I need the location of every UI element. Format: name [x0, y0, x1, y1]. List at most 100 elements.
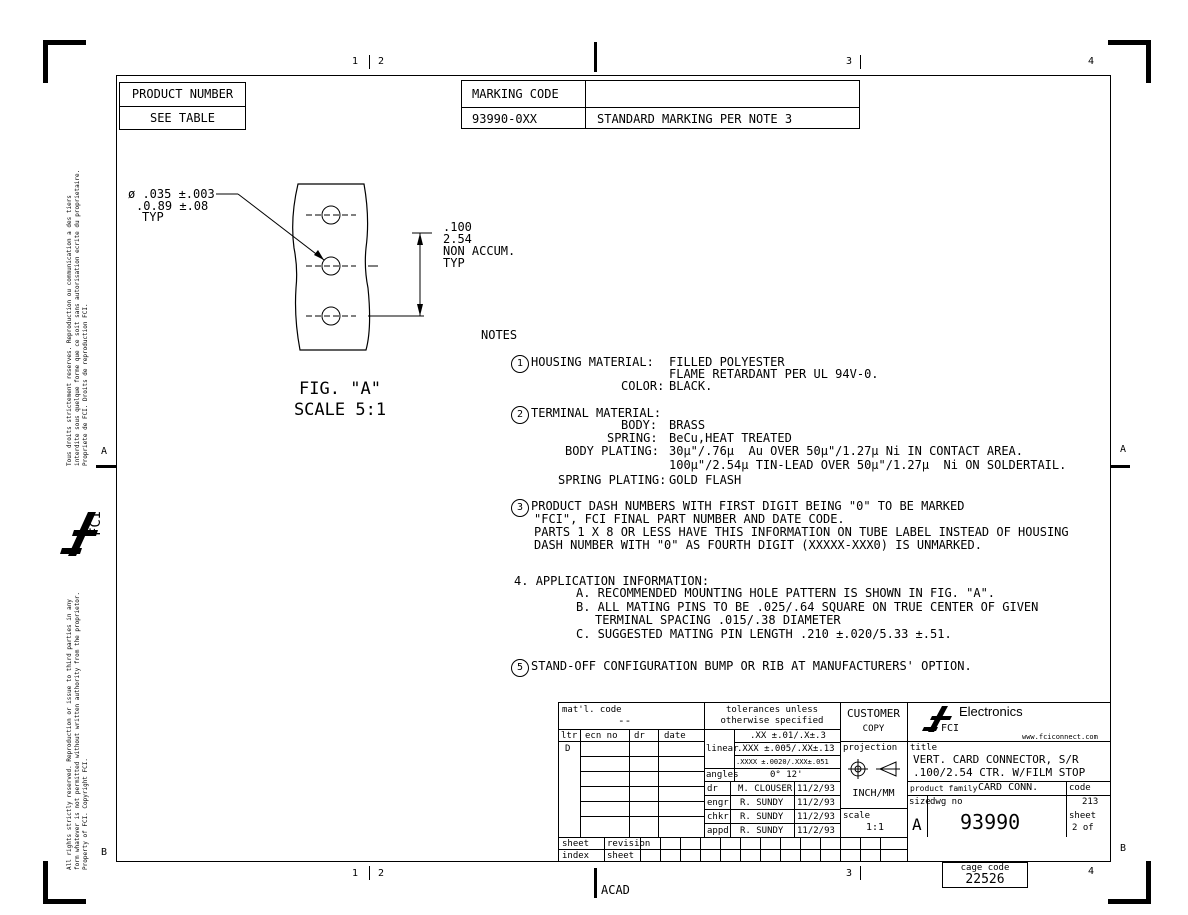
tb-divider: [580, 771, 704, 772]
acad-label: ACAD: [601, 883, 630, 897]
tb-divider: [700, 837, 701, 862]
note-2-body-plating-label: BODY PLATING:: [565, 444, 659, 458]
note-number: 3: [511, 499, 529, 517]
sign-name: M. CLOUSER: [738, 784, 793, 794]
center-mark-right: [1110, 465, 1130, 468]
note-2-body-value: BRASS: [669, 418, 706, 432]
tb-divider: [704, 768, 840, 769]
note-number: 5: [511, 659, 529, 677]
note-4-b1: B. ALL MATING PINS TO BE .025/.64 SQUARE…: [576, 600, 1039, 614]
tb-divider: [558, 837, 907, 838]
corner-mark-bottom-right: [1108, 861, 1151, 904]
sign-name: R. SUNDY: [740, 826, 784, 836]
notice-french-1: Tous droits strictement reserves. Reprod…: [66, 195, 73, 466]
marking-code-header: MARKING CODE: [472, 87, 559, 101]
tb-divider: [760, 837, 761, 862]
center-mark-left: [96, 465, 116, 468]
tb-divider: [704, 781, 840, 782]
tb-divider: [840, 702, 841, 837]
note-1-value1: FILLED POLYESTER: [669, 355, 785, 369]
tb-divider: [800, 837, 801, 862]
fci-company-logo-icon: [922, 706, 952, 732]
sign-date: 11/2/93: [797, 784, 835, 794]
angles-label: angles: [706, 770, 739, 780]
website: www.fciconnect.com: [1022, 733, 1098, 741]
tb-divider: [907, 702, 908, 862]
sheet-label: sheet: [562, 839, 590, 849]
note-3-line3: PARTS 1 X 8 OR LESS HAVE THIS INFORMATIO…: [534, 525, 1069, 539]
note-3-line4: DASH NUMBER WITH "0" AS FOURTH DIGIT (XX…: [534, 538, 982, 552]
notice-french-3: Propriete de FCI. Droits de reproduction…: [82, 303, 89, 466]
tolerances-line2: otherwise specified: [720, 716, 824, 726]
linear-label: linear: [706, 744, 739, 754]
marking-code-value: 93990-0XX: [472, 112, 538, 126]
tb-divider: [629, 729, 630, 837]
tb-divider: [907, 795, 1111, 796]
zone-bottom-1: 1: [352, 868, 359, 879]
ecn-no-header: ecn no: [585, 731, 618, 741]
hole-pattern-figure: [216, 183, 432, 351]
figure-label: FIG. "A": [299, 379, 381, 399]
note-4-label: APPLICATION INFORMATION:: [535, 574, 710, 588]
company-logo-text: FCI: [941, 723, 960, 734]
tb-divider: [640, 837, 641, 862]
tb-divider: [558, 741, 704, 742]
code-label: code: [1069, 783, 1091, 793]
note-5-line1: STAND-OFF CONFIGURATION BUMP OR RIB AT M…: [531, 659, 972, 673]
note-4-c: C. SUGGESTED MATING PIN LENGTH .210 ±.02…: [576, 627, 952, 641]
tb-divider: [740, 837, 741, 862]
note-1-color-value: BLACK.: [669, 379, 713, 393]
zone-right-b: B: [1120, 843, 1127, 854]
tb-divider: [658, 729, 659, 837]
tb-divider: [660, 837, 661, 862]
tb-divider: [734, 742, 840, 743]
tb-divider: [704, 702, 705, 837]
note-number: 1: [511, 355, 529, 373]
zone-top-3: 3: [846, 56, 853, 67]
marking-code-table: [461, 80, 860, 129]
tb-divider: [704, 823, 840, 824]
note-3-line2: "FCI", FCI FINAL PART NUMBER AND DATE CO…: [534, 512, 845, 526]
figure-scale: SCALE 5:1: [293, 400, 387, 420]
table-divider: [585, 80, 586, 129]
zone-bottom-3: 3: [846, 868, 853, 879]
hole-dim-line2: .0.89 ±.08: [136, 199, 209, 213]
left-logo-text: FCI: [88, 510, 104, 536]
tb-divider: [580, 729, 581, 837]
spacing-line4: TYP: [443, 256, 465, 270]
note-4: 4. APPLICATION INFORMATION:: [514, 575, 709, 588]
note-2-body-plating-value2: 100μ"/2.54μ TIN-LEAD OVER 50μ"/1.27μ Ni …: [669, 458, 1067, 472]
title-block: [558, 702, 1111, 862]
zone-right-a: A: [1120, 444, 1127, 455]
tb-divider: [927, 795, 928, 837]
tb-divider: [580, 786, 704, 787]
matl-code-label: mat'l. code: [562, 705, 622, 715]
zone-tick: [860, 55, 861, 69]
tb-divider: [580, 816, 704, 817]
sheet-no-label: sheet: [1069, 811, 1097, 821]
spacing-line1: .100: [443, 220, 472, 234]
dwg-no-value: 93990: [960, 810, 1021, 834]
units-label: INCH/MM: [852, 788, 895, 799]
corner-mark-top-left: [43, 40, 86, 83]
spacing-line3: NON ACCUM.: [443, 244, 516, 258]
tol-xxxx: .XXXX ±.0020/.XXX±.051: [736, 758, 829, 766]
sign-role: engr: [707, 798, 729, 808]
tb-divider: [907, 741, 1111, 742]
customer-copy-line1: CUSTOMER: [847, 707, 900, 720]
center-mark-bottom: [594, 868, 597, 898]
spacing-line2: 2.54: [443, 232, 472, 246]
title-label: title: [910, 743, 938, 753]
sign-name: R. SUNDY: [740, 812, 784, 822]
tb-divider: [704, 729, 840, 730]
tb-divider: [734, 729, 735, 781]
product-number-value: SEE TABLE: [149, 111, 216, 125]
title-line2: .100/2.54 CTR. W/FILM STOP: [913, 766, 1086, 779]
note-2-spring-label: SPRING:: [607, 431, 658, 445]
fci-logo-icon: [60, 512, 98, 556]
size-value: A: [912, 815, 922, 834]
notice-english-2: form whatever is not permitted without w…: [74, 591, 81, 870]
notice-french-2: interdite sous quelque forme que ce soit…: [74, 169, 81, 466]
